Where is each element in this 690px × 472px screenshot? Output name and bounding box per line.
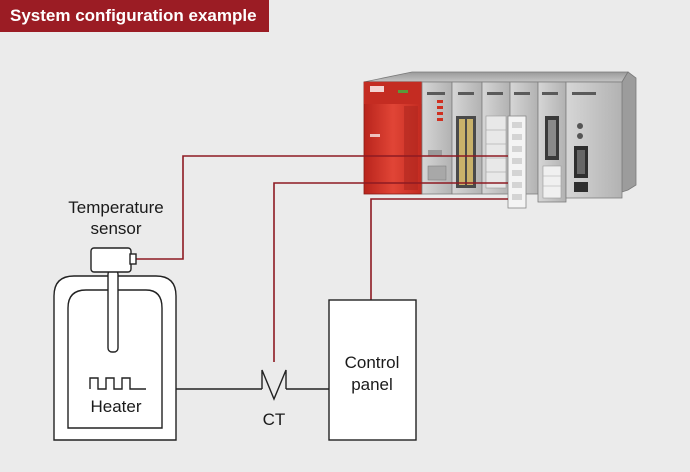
control-panel-box — [328, 299, 417, 441]
plc-rack-icon — [363, 71, 637, 209]
heater-tank-icon — [53, 275, 177, 441]
control-panel-label-line1: Control — [345, 353, 400, 372]
wiring — [134, 155, 508, 390]
temperature-sensor-label-line1: Temperature — [68, 198, 163, 217]
heater-element — [89, 377, 146, 390]
sensor-signal-wire — [134, 155, 508, 260]
ct-label: CT — [263, 410, 286, 429]
control-panel-label-line2: panel — [351, 375, 393, 394]
control-panel-signal-wire — [370, 198, 508, 300]
temperature-sensor-label-line2: sensor — [90, 219, 141, 238]
current-transformer-icon — [261, 369, 287, 401]
communication-module — [565, 81, 623, 199]
heater-label: Heater — [90, 397, 141, 416]
temperature-sensor-icon — [90, 247, 137, 353]
ct-signal-wire — [273, 182, 508, 362]
diagram-title: System configuration example — [0, 0, 269, 32]
